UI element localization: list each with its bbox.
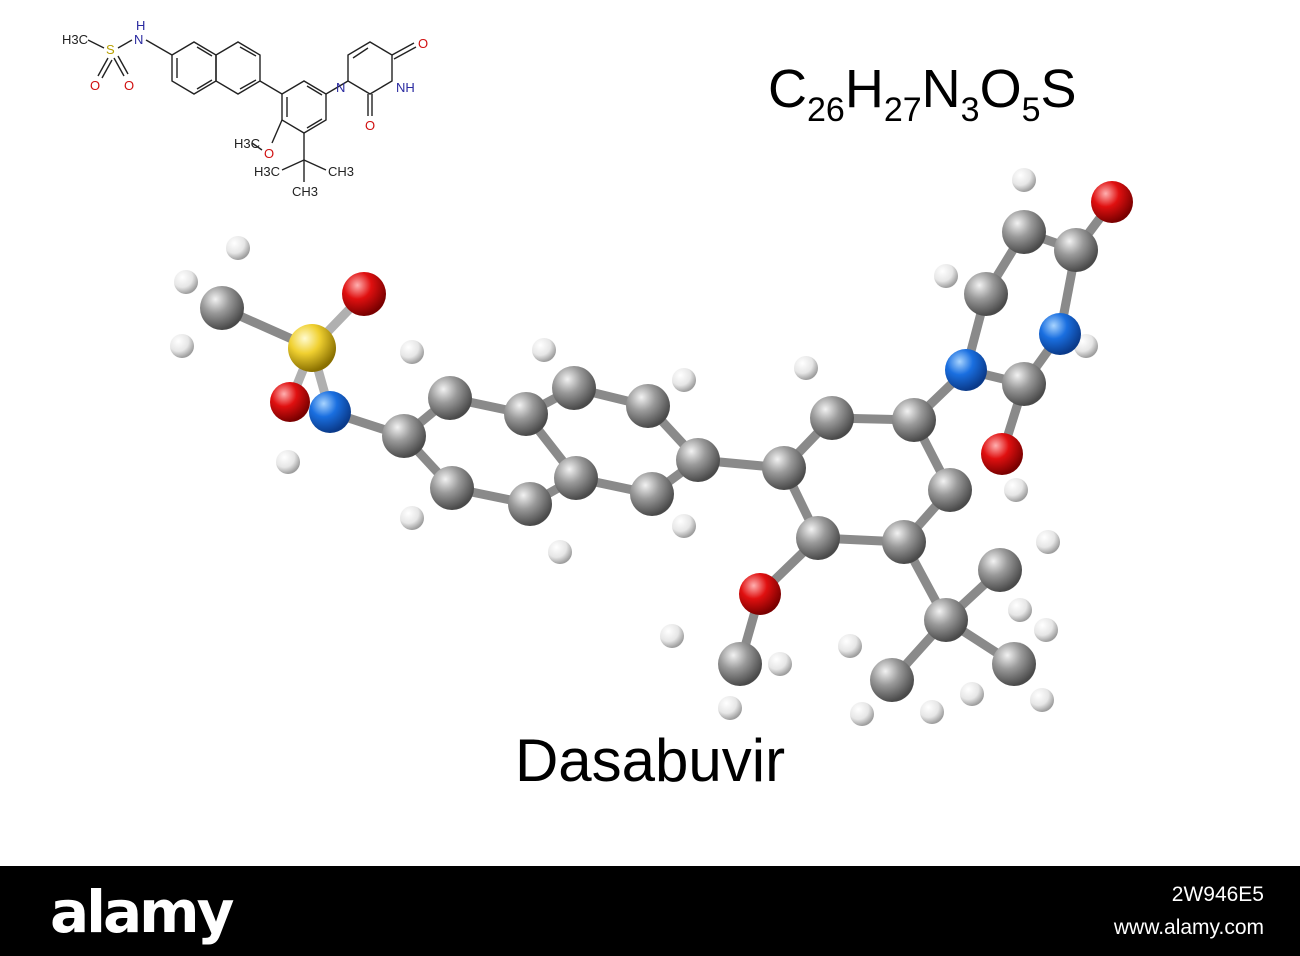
atom-carbon: [200, 286, 244, 330]
atom-carbon: [552, 366, 596, 410]
atom-hydrogen: [276, 450, 300, 474]
label-tbu-bottom: CH3: [292, 184, 318, 199]
formula-element: H: [844, 59, 884, 119]
atom-hydrogen: [400, 340, 424, 364]
brand-logo: alamy: [50, 878, 234, 946]
atom-oxygen: [739, 573, 781, 615]
atom-hydrogen: [226, 236, 250, 260]
atom-carbon: [924, 598, 968, 642]
atom-hydrogen: [174, 270, 198, 294]
model-atoms: [170, 168, 1133, 726]
atom-carbon: [676, 438, 720, 482]
label-uracil-o-bottom: O: [365, 118, 375, 133]
label-methoxy-h3c: H3C: [234, 136, 260, 151]
atom-oxygen: [1091, 181, 1133, 223]
atom-carbon: [430, 466, 474, 510]
atom-carbon: [796, 516, 840, 560]
label-ch3-a: H3C: [62, 32, 88, 47]
label-uracil-n: N: [336, 80, 345, 95]
site-url[interactable]: www.alamy.com: [1113, 916, 1264, 939]
atom-hydrogen: [920, 700, 944, 724]
image-id: 2W946E5: [1171, 883, 1264, 906]
formula-element: S: [1040, 59, 1077, 119]
atom-carbon: [1054, 228, 1098, 272]
atom-oxygen: [270, 382, 310, 422]
atom-sulfur: [288, 324, 336, 372]
atom-nitrogen: [1039, 313, 1081, 355]
atom-carbon: [554, 456, 598, 500]
formula-element: C: [768, 59, 807, 119]
skeletal-atom-labels: H3C S N H O O N O NH O H3C O H3C CH3 CH3: [62, 18, 428, 199]
atom-carbon: [892, 398, 936, 442]
atom-nitrogen: [945, 349, 987, 391]
atom-hydrogen: [1004, 478, 1028, 502]
atom-carbon: [504, 392, 548, 436]
atom-hydrogen: [532, 338, 556, 362]
atom-carbon: [810, 396, 854, 440]
atom-oxygen: [342, 272, 386, 316]
compound-name: Dasabuvir: [0, 726, 1300, 795]
atom-carbon: [1002, 210, 1046, 254]
atom-carbon: [882, 520, 926, 564]
formula-subscript: 3: [960, 91, 980, 129]
formula-element: N: [921, 59, 961, 119]
formula-subscript: 27: [883, 91, 922, 129]
atom-carbon: [428, 376, 472, 420]
atom-carbon: [718, 642, 762, 686]
label-uracil-nh: NH: [396, 80, 415, 95]
atom-carbon: [630, 472, 674, 516]
atom-hydrogen: [170, 334, 194, 358]
atom-hydrogen: [934, 264, 958, 288]
atom-oxygen: [981, 433, 1023, 475]
atom-hydrogen: [1030, 688, 1054, 712]
atom-nitrogen: [309, 391, 351, 433]
formula-subscript: 5: [1021, 91, 1041, 129]
label-so-oxygen-1: O: [90, 78, 100, 93]
skeletal-formula: H3C S N H O O N O NH O H3C O H3C CH3 CH3: [62, 18, 428, 199]
stock-footer-bar: alamy 2W946E5 www.alamy.com: [0, 866, 1300, 956]
image-canvas: H3C S N H O O N O NH O H3C O H3C CH3 CH3…: [0, 18, 1300, 795]
atom-hydrogen: [672, 514, 696, 538]
atom-carbon: [382, 414, 426, 458]
atom-hydrogen: [838, 634, 862, 658]
atom-hydrogen: [400, 506, 424, 530]
atom-hydrogen: [794, 356, 818, 380]
atom-hydrogen: [960, 682, 984, 706]
label-sulfur: S: [106, 42, 115, 57]
molecular-formula: C26H27N3O5S: [768, 58, 1077, 129]
label-nh-n: N: [134, 32, 143, 47]
atom-hydrogen: [1008, 598, 1032, 622]
atom-hydrogen: [1034, 618, 1058, 642]
atom-hydrogen: [850, 702, 874, 726]
atom-carbon: [870, 658, 914, 702]
atom-carbon: [928, 468, 972, 512]
atom-hydrogen: [768, 652, 792, 676]
atom-carbon: [1002, 362, 1046, 406]
atom-carbon: [508, 482, 552, 526]
atom-carbon: [992, 642, 1036, 686]
skeletal-bonds: [87, 39, 417, 182]
formula-element: O: [979, 59, 1022, 119]
label-tbu-right: CH3: [328, 164, 354, 179]
atom-carbon: [626, 384, 670, 428]
atom-hydrogen: [1012, 168, 1036, 192]
atom-carbon: [978, 548, 1022, 592]
atom-hydrogen: [548, 540, 572, 564]
label-so-oxygen-2: O: [124, 78, 134, 93]
ball-and-stick-model: [170, 168, 1133, 726]
label-tbu-left: H3C: [254, 164, 280, 179]
formula-subscript: 26: [807, 91, 845, 129]
label-uracil-o-top: O: [418, 36, 428, 51]
atom-carbon: [762, 446, 806, 490]
label-methoxy-o: O: [264, 146, 274, 161]
atom-carbon: [964, 272, 1008, 316]
label-nh-h: H: [136, 18, 145, 33]
atom-hydrogen: [660, 624, 684, 648]
compound-name-text: Dasabuvir: [514, 727, 786, 794]
atom-hydrogen: [1036, 530, 1060, 554]
atom-hydrogen: [718, 696, 742, 720]
atom-hydrogen: [672, 368, 696, 392]
